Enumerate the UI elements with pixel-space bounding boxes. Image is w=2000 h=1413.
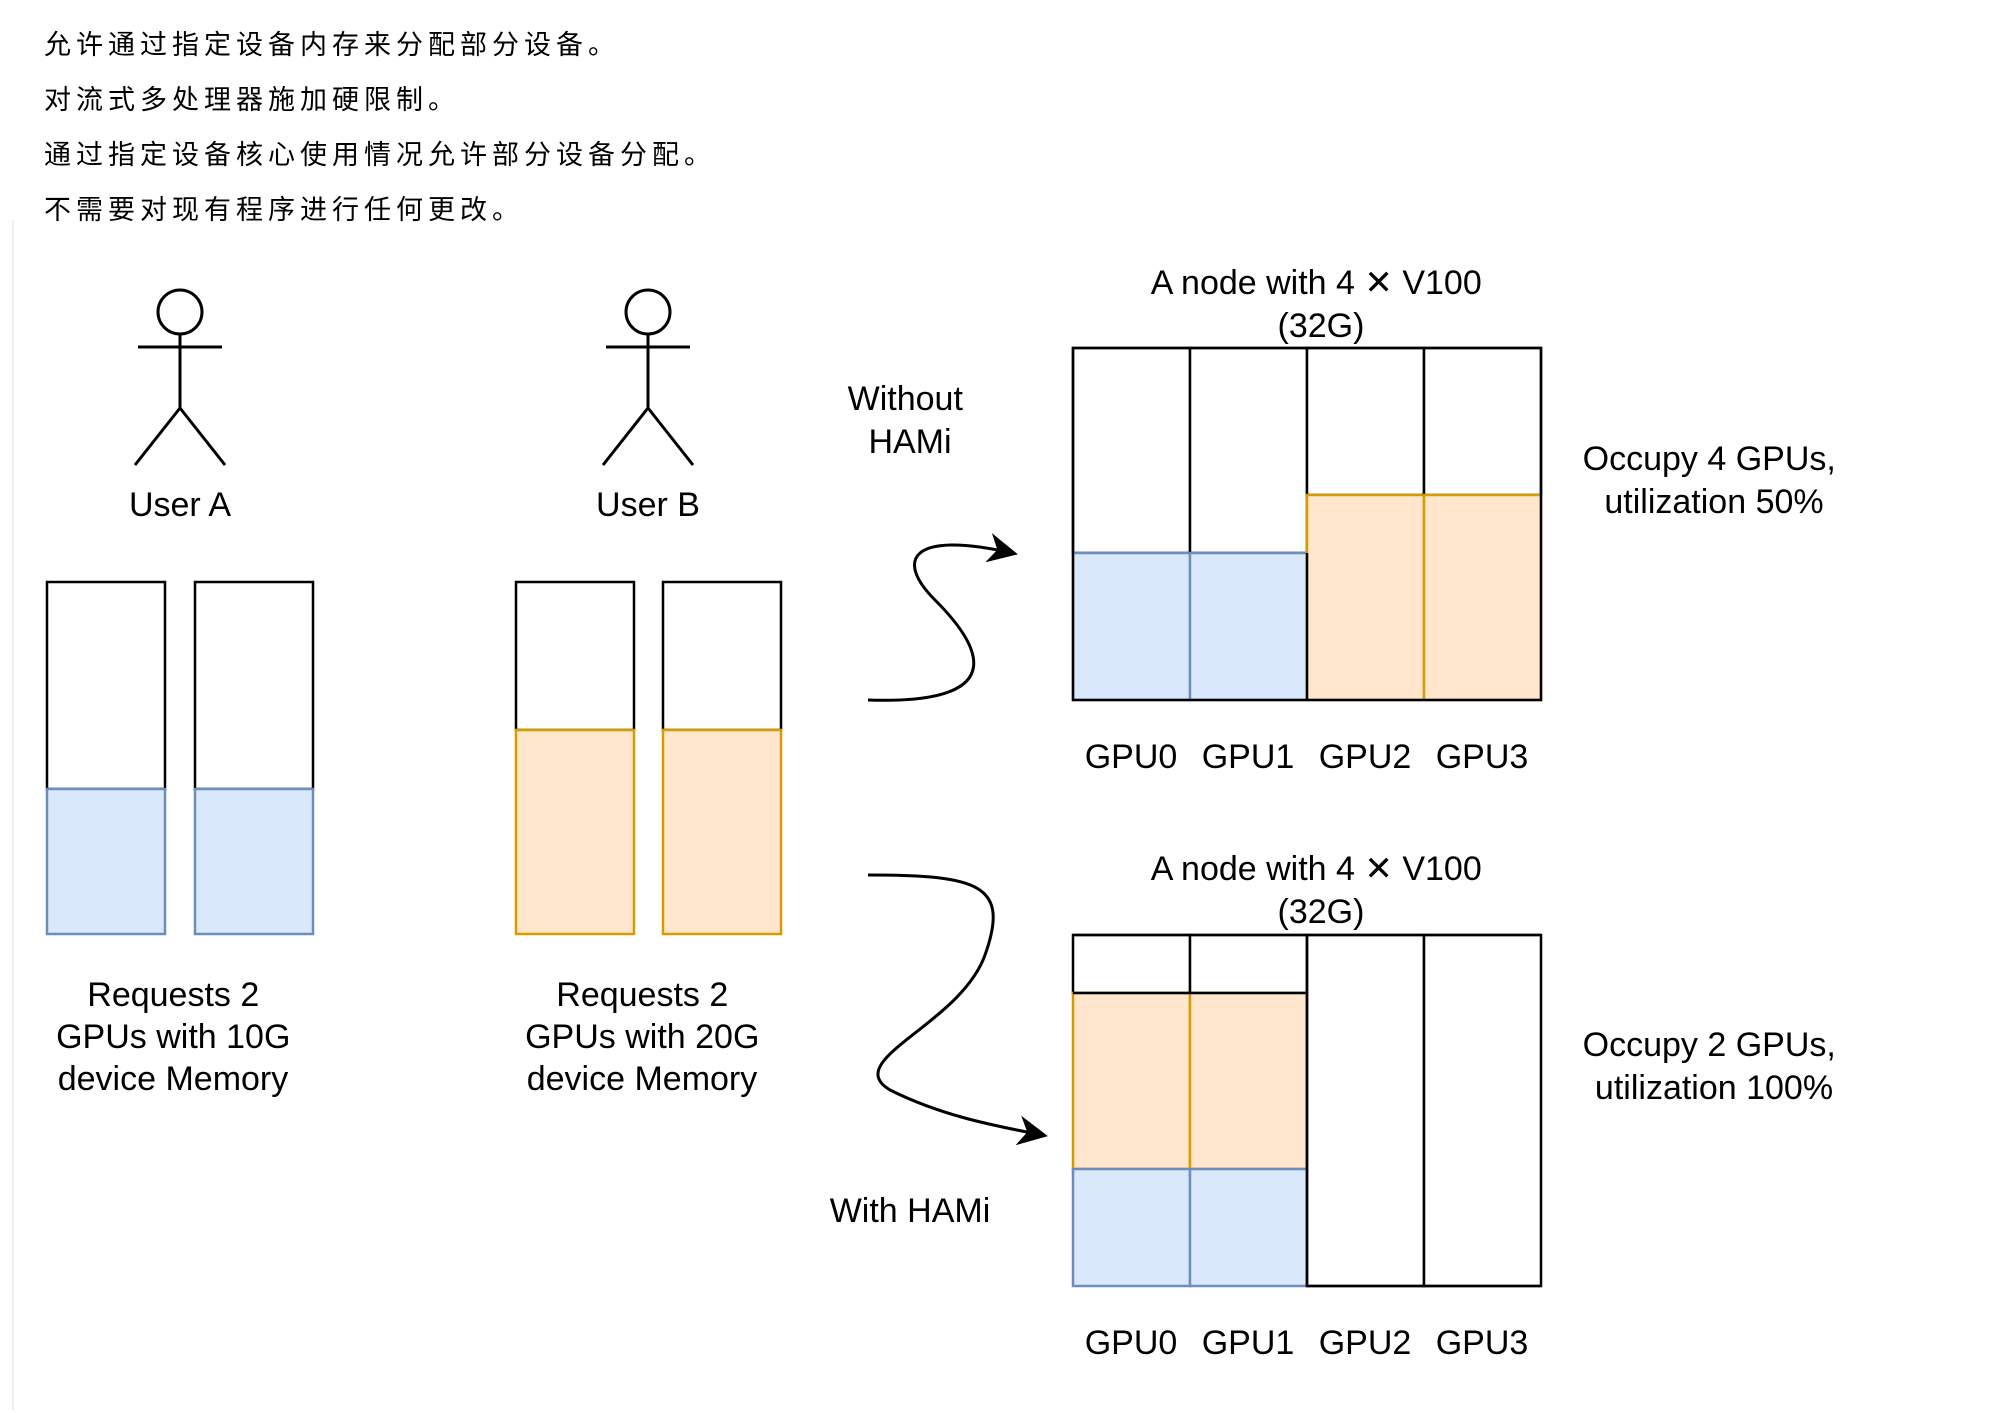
gpu-label: GPU0 — [1085, 1324, 1178, 1362]
bottom-gpu1-user-b — [1188, 991, 1309, 1171]
user-a-name: User A — [129, 486, 231, 524]
without-hami-label: Without HAMi — [848, 380, 973, 461]
with-hami-arrow — [867, 873, 1048, 1146]
top-gpu3-user-b — [1422, 493, 1543, 702]
user-b-bar-free — [661, 580, 783, 732]
without-hami-arrow — [867, 533, 1018, 702]
gpu-label: GPU2 — [1319, 1324, 1412, 1362]
user-b-bar-used — [514, 728, 636, 936]
user-a-bar-free — [45, 580, 167, 791]
user-b-figure — [601, 288, 695, 466]
bottom-gpu1-free — [1188, 933, 1309, 995]
gpu-label: GPU3 — [1436, 738, 1529, 776]
user-a-gpu-bars — [45, 580, 315, 936]
with-hami-label: With HAMi — [830, 1192, 991, 1230]
bottom-gpu0-user-a — [1071, 1167, 1192, 1288]
gpu-label: GPU1 — [1202, 1324, 1295, 1362]
user-b-request-text: Requests 2 GPUs with 20G device Memory — [525, 976, 769, 1098]
bottom-node-title: A node with 4 ✕ V100 (32G) — [1151, 850, 1491, 931]
top-node-gpus — [1071, 346, 1543, 702]
top-gpu0-user-a — [1071, 551, 1192, 702]
top-gpu1-free — [1188, 346, 1309, 555]
note-line: 不需要对现有程序进行任何更改。 — [44, 195, 524, 226]
note-line: 对流式多处理器施加硬限制。 — [44, 85, 460, 116]
user-a-bar-used — [193, 787, 315, 936]
bottom-gpu0-user-b — [1071, 991, 1192, 1171]
note-line: 通过指定设备核心使用情况允许部分设备分配。 — [44, 140, 716, 171]
top-gpu0-free — [1071, 346, 1192, 555]
user-a-bar-used — [45, 787, 167, 936]
bottom-gpu0-free — [1071, 933, 1192, 995]
bottom-gpu2-free — [1305, 933, 1426, 1288]
left-border-line — [12, 220, 14, 1410]
user-a-bar-free — [193, 580, 315, 791]
top-gpu3-free — [1422, 346, 1543, 497]
user-b-gpu-bars — [514, 580, 783, 936]
user-b-bar-free — [514, 580, 636, 732]
user-a-request-text: Requests 2 GPUs with 10G device Memory — [56, 976, 300, 1098]
bottom-summary: Occupy 2 GPUs, utilization 100% — [1583, 1026, 1846, 1107]
gpu-label: GPU3 — [1436, 1324, 1529, 1362]
notes-list: 允许通过指定设备内存来分配部分设备。 对流式多处理器施加硬限制。 通过指定设备核… — [44, 18, 716, 238]
user-a-figure — [133, 288, 227, 466]
top-gpu2-free — [1305, 346, 1426, 497]
top-gpu-labels: GPU0 GPU1 GPU2 GPU3 — [1085, 738, 1529, 776]
note-line: 允许通过指定设备内存来分配部分设备。 — [44, 30, 620, 61]
user-b-bar-used — [661, 728, 783, 936]
gpu-label: GPU2 — [1319, 738, 1412, 776]
top-gpu1-user-a — [1188, 551, 1309, 702]
top-gpu2-user-b — [1305, 493, 1426, 702]
bottom-gpu3-free — [1422, 933, 1543, 1288]
bottom-gpu1-user-a — [1188, 1167, 1309, 1288]
gpu-label: GPU1 — [1202, 738, 1295, 776]
top-node-title: A node with 4 ✕ V100 (32G) — [1151, 264, 1491, 345]
user-b-name: User B — [596, 486, 700, 524]
bottom-gpu-labels: GPU0 GPU1 GPU2 GPU3 — [1085, 1324, 1529, 1362]
top-summary: Occupy 4 GPUs, utilization 50% — [1583, 440, 1846, 521]
gpu-label: GPU0 — [1085, 738, 1178, 776]
bottom-node-gpus — [1071, 933, 1543, 1288]
